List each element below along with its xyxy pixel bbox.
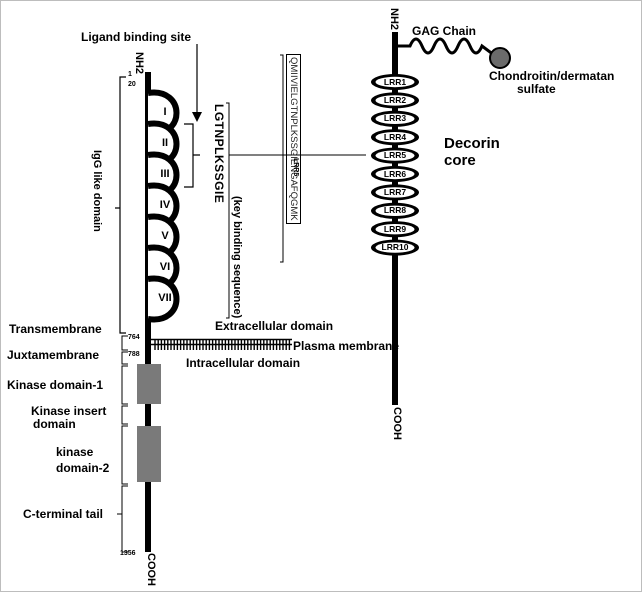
lrr-label: LRR3	[383, 113, 407, 124]
igg-domain-numeral: II	[161, 137, 169, 149]
igg-domain-numeral: IV	[159, 199, 171, 211]
lrr-label: LRR8	[383, 205, 407, 216]
lrr-label: LRR9	[383, 223, 407, 234]
lrr-inner-ellipse	[375, 205, 415, 216]
kinase-domain-2-box	[137, 426, 161, 482]
receptor-nh2-label: NH2	[133, 52, 145, 75]
lrr-label: LRR7	[383, 186, 407, 197]
igg-domain-numeral: I	[163, 106, 167, 118]
lrr-label: LRR1	[383, 76, 407, 87]
lrr-inner-ellipse	[375, 76, 415, 88]
c-terminal-bracket	[117, 485, 128, 553]
lrr-label: LRR10	[381, 242, 409, 253]
chondroitin-sulfate-ball	[489, 47, 511, 69]
kinase-insert-bracket	[121, 405, 128, 425]
kinase1-bracket	[121, 365, 128, 405]
lrr-inner-ellipse	[375, 150, 415, 161]
juxtamembrane-bracket	[121, 351, 128, 365]
decorin-label-line2: core	[444, 152, 476, 169]
kinase-domain-2-label-line1: kinase	[56, 445, 94, 459]
igg-domain-bracket	[115, 76, 126, 334]
transmembrane-bracket	[121, 335, 128, 351]
lrr-label: LRR6	[383, 168, 407, 179]
lrr5-sequence-bracket	[280, 54, 284, 263]
residue-1356-label: 1356	[120, 550, 136, 557]
chondroitin-label-line2: sulfate	[517, 82, 556, 96]
kinase-insert-label-line2: domain	[33, 417, 76, 431]
binding-bracket	[184, 123, 200, 188]
intracellular-domain-label: Intracellular domain	[186, 356, 301, 370]
decorin-cooh-label: COOH	[391, 407, 403, 440]
lrr5-small-label: LRR5	[292, 158, 299, 177]
kinase2-bracket	[121, 425, 128, 485]
igg-domain-numeral: V	[161, 230, 169, 242]
receptor-cooh-label: COOH	[145, 553, 157, 586]
igg-loop-7	[147, 275, 180, 323]
lrr-inner-ellipse	[375, 168, 415, 180]
key-sequence-caption: (key binding sequence)	[231, 196, 243, 319]
ligand-binding-site-label: Ligand binding site	[81, 30, 191, 44]
lrr-inner-ellipse	[375, 242, 415, 253]
decorin-label-line1: Decorin	[444, 135, 500, 152]
ligand-arrow-head	[192, 112, 202, 122]
igg-domain-numeral: VI	[159, 261, 171, 273]
igg-domain-numeral: VII	[158, 292, 172, 304]
juxtamembrane-label: Juxtamembrane	[7, 348, 100, 362]
kinase-insert-label-line1: Kinase insert	[31, 404, 107, 418]
lrr-inner-ellipse	[375, 132, 415, 143]
lrr-inner-ellipse	[375, 187, 415, 198]
lrr-label: LRR5	[383, 150, 407, 161]
key-sequence-bracket	[226, 102, 230, 319]
kinase-domain-1-box	[137, 364, 161, 404]
c-terminal-tail-label: C-terminal tail	[23, 507, 104, 521]
residue-788-label: 788	[128, 351, 140, 358]
decorin-nh2-label: NH2	[388, 8, 400, 31]
plasma-membrane-label: Plasma membrane	[293, 339, 400, 353]
lrr5-sequence-label: QMIIVIELGTNPLKSSGIENGAFQGMK	[286, 54, 301, 224]
lrr-inner-ellipse	[375, 224, 415, 235]
kinase-domain-1-label: Kinase domain-1	[7, 378, 104, 392]
plasma-membrane	[148, 338, 292, 346]
lrr-inner-ellipse	[375, 113, 415, 125]
residue-20-label: 20	[128, 81, 136, 88]
lrr-inner-ellipse	[375, 95, 415, 106]
key-sequence-label: LGTNPLKSSGIE	[212, 104, 226, 204]
residue-764-label: 764	[128, 334, 140, 341]
lrr-label: LRR2	[383, 94, 407, 105]
kinase-domain-2-label-line2: domain-2	[56, 461, 110, 475]
lrr-label: LRR4	[383, 131, 407, 142]
lrr5-sequence-text: QMIIVIELGTNPLKSSGIENGAFQGMK	[286, 54, 301, 224]
gag-chain-wave	[395, 37, 499, 60]
gag-chain-label: GAG Chain	[412, 24, 477, 38]
chondroitin-label-line1: Chondroitin/dermatan	[489, 69, 615, 83]
extracellular-domain-label: Extracellular domain	[215, 319, 334, 333]
residue-1-label: 1	[128, 71, 132, 78]
igg-like-domain-label: IgG like domain	[91, 150, 103, 232]
igg-domain-numeral: III	[160, 168, 170, 180]
transmembrane-label: Transmembrane	[9, 322, 102, 336]
